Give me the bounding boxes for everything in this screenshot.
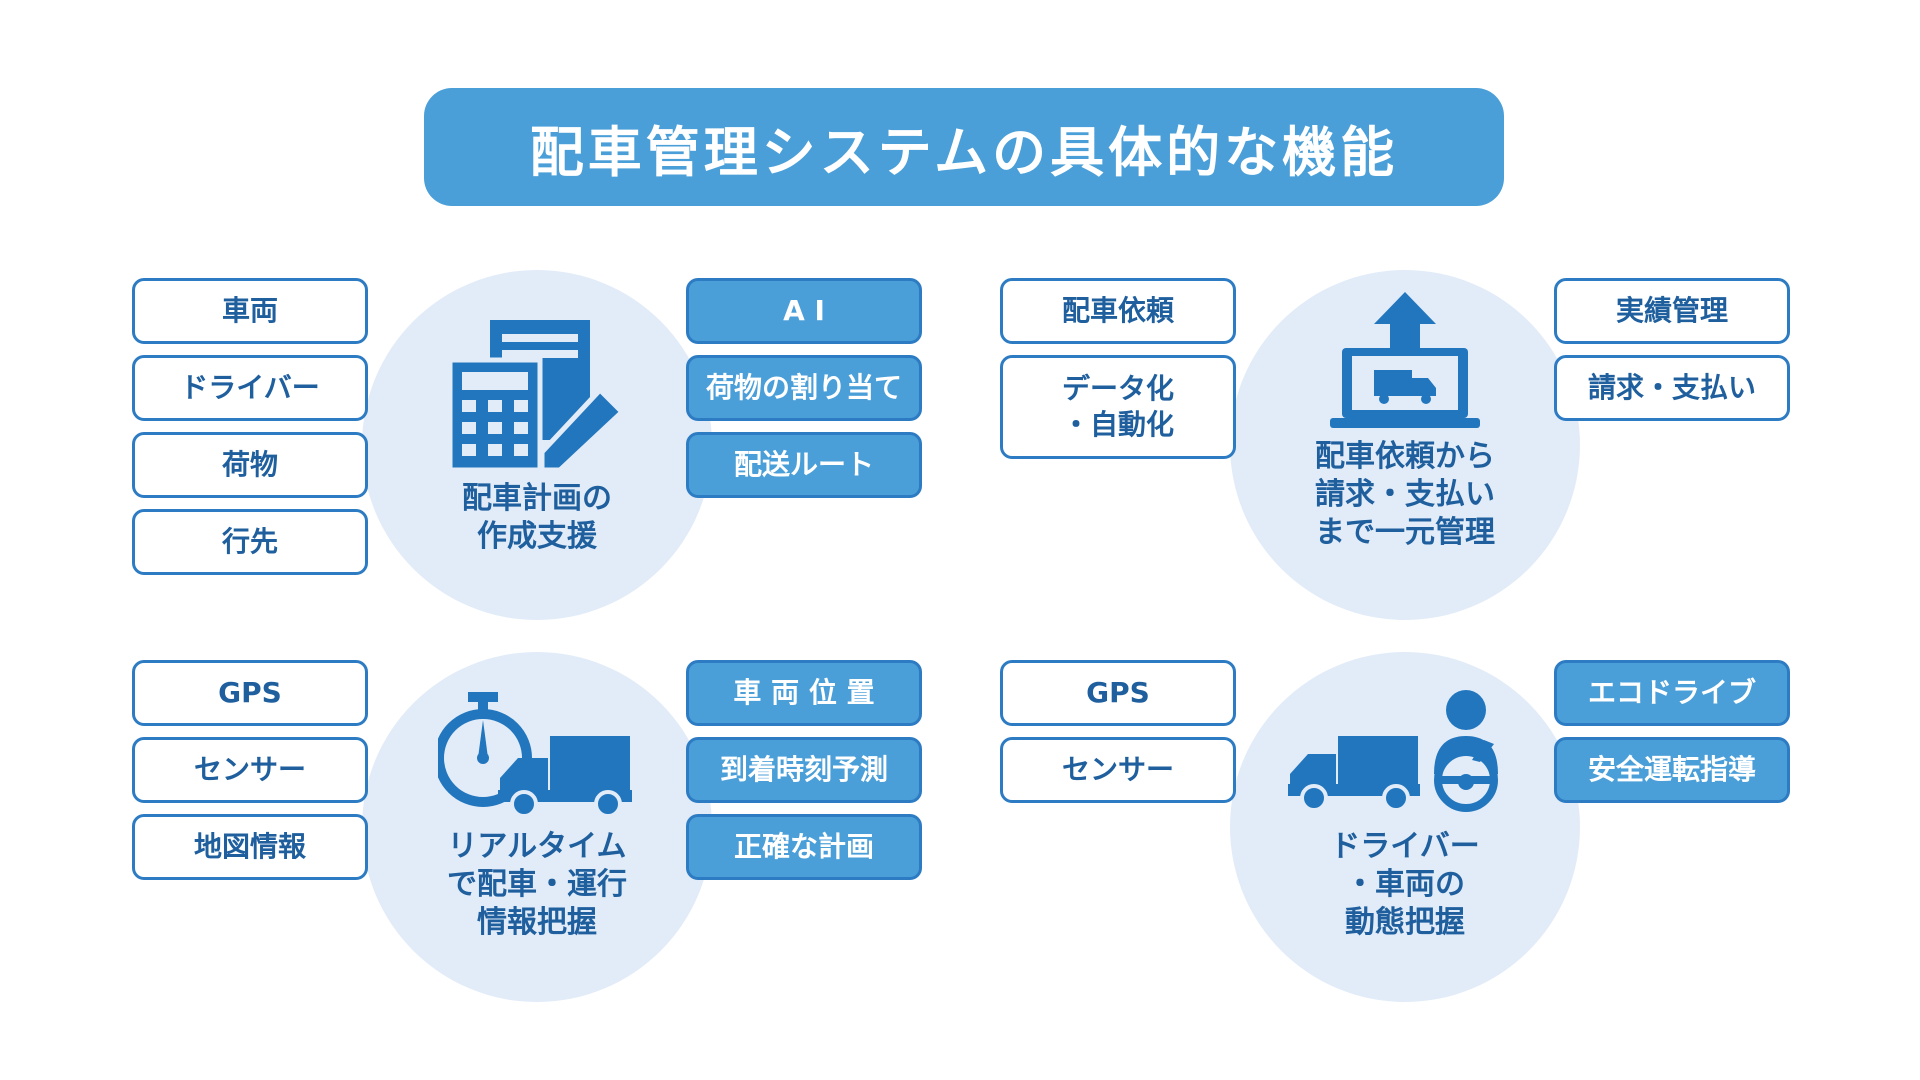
quadrant-integrated: 配車依頼から請求・支払いまで一元管理 配車依頼 データ化・自動化 実績管理 請求… (1000, 270, 1800, 630)
output-route: 配送ルート (686, 432, 922, 498)
output-vehicle-position: 車 両 位 置 (686, 660, 922, 726)
truck-driver-wheel-icon (1288, 690, 1498, 812)
output-ai: A I (686, 278, 922, 344)
quadrant-realtime: リアルタイムで配車・運行情報把握 GPS センサー 地図情報 車 両 位 置 到… (132, 652, 932, 1012)
input-dispatch-request: 配車依頼 (1000, 278, 1236, 344)
input-gps: GPS (132, 660, 368, 726)
center-circle: ドライバー・車両の動態把握 (1230, 652, 1580, 1002)
quadrant-driver-vehicle: ドライバー・車両の動態把握 GPS センサー エコドライブ 安全運転指導 (1000, 652, 1800, 1012)
stopwatch-truck-icon (438, 692, 632, 818)
output-accurate-plan: 正確な計画 (686, 814, 922, 880)
input-map-info: 地図情報 (132, 814, 368, 880)
input-cargo: 荷物 (132, 432, 368, 498)
input-sensor: センサー (132, 737, 368, 803)
input-vehicle: 車両 (132, 278, 368, 344)
output-eco-drive: エコドライブ (1554, 660, 1790, 726)
center-circle: リアルタイムで配車・運行情報把握 (362, 652, 712, 1002)
center-circle: 配車計画の作成支援 (362, 270, 712, 620)
laptop-truck-upload-icon (1330, 292, 1480, 428)
center-label: 配車計画の作成支援 (462, 481, 612, 554)
page-title: 配車管理システムの具体的な機能 (424, 88, 1504, 206)
input-gps: GPS (1000, 660, 1236, 726)
center-label: リアルタイムで配車・運行情報把握 (447, 829, 627, 940)
output-cargo-assignment: 荷物の割り当て (686, 355, 922, 421)
input-digitization: データ化・自動化 (1000, 355, 1236, 459)
output-safe-driving: 安全運転指導 (1554, 737, 1790, 803)
quadrant-planning: 配車計画の作成支援 車両 ドライバー 荷物 行先 A I 荷物の割り当て 配送ル… (132, 270, 932, 630)
center-circle: 配車依頼から請求・支払いまで一元管理 (1230, 270, 1580, 620)
output-billing: 請求・支払い (1554, 355, 1790, 421)
center-label: 配車依頼から請求・支払いまで一元管理 (1315, 439, 1495, 550)
calculator-document-pencil-icon (450, 320, 626, 470)
center-label: ドライバー・車両の動態把握 (1330, 829, 1480, 940)
output-eta: 到着時刻予測 (686, 737, 922, 803)
output-performance: 実績管理 (1554, 278, 1790, 344)
input-destination: 行先 (132, 509, 368, 575)
input-sensor: センサー (1000, 737, 1236, 803)
input-driver: ドライバー (132, 355, 368, 421)
